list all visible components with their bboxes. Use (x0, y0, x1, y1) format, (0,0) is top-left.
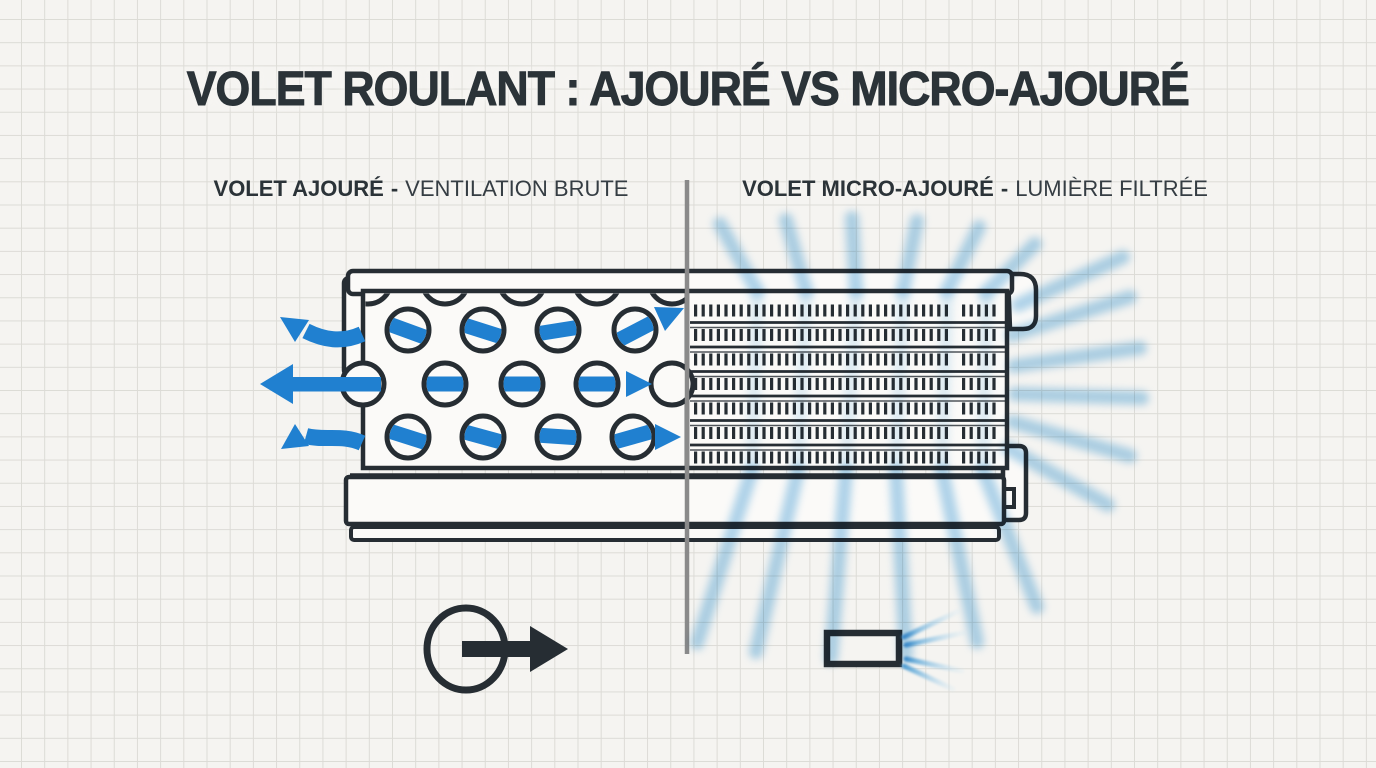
filtered-light-icon (823, 609, 969, 692)
right-section-dash: - (1000, 176, 1009, 201)
left-section-description: VENTILATION BRUTE (405, 176, 629, 201)
page-title-text: VOLET ROULANT : AJOURÉ VS MICRO-AJOURÉ (186, 63, 1190, 117)
right-section-description: LUMIÈRE FILTRÉE (1015, 176, 1208, 201)
airflow-icon (423, 604, 568, 694)
right-section-label: VOLET MICRO-AJOURÉ-LUMIÈRE FILTRÉE (730, 176, 1220, 202)
left-section-dash: - (390, 176, 399, 201)
left-section-name: VOLET AJOURÉ (213, 176, 384, 201)
left-section-label: VOLET AJOURÉ-VENTILATION BRUTE (155, 176, 687, 202)
airflow-arrows (260, 317, 381, 451)
page-title: VOLET ROULANT : AJOURÉ VS MICRO-AJOURÉ (0, 62, 1376, 117)
light-rays (690, 211, 1149, 665)
right-section-name: VOLET MICRO-AJOURÉ (742, 176, 994, 201)
perforation-holes (339, 293, 696, 461)
